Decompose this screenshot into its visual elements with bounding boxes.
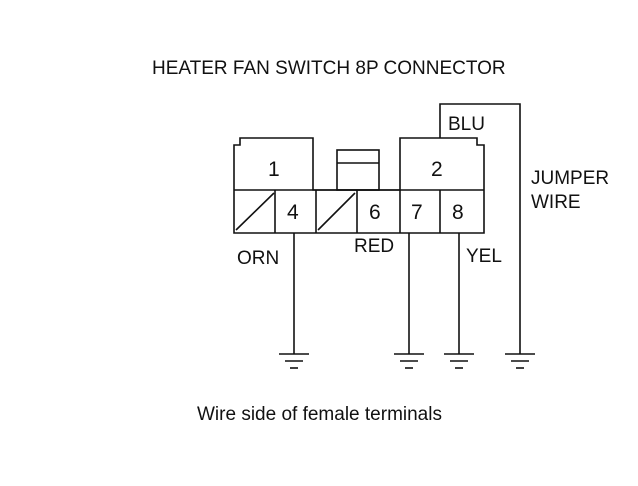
ground-symbol-jumper bbox=[505, 353, 535, 369]
pin-8-label: 8 bbox=[452, 201, 464, 224]
diagram-title: HEATER FAN SWITCH 8P CONNECTOR bbox=[152, 58, 506, 79]
empty-cavity-5 bbox=[317, 192, 356, 231]
jumper-label-line2: WIRE bbox=[531, 192, 581, 213]
empty-cavity-3 bbox=[235, 192, 275, 231]
pin-7-label: 7 bbox=[411, 201, 423, 224]
wire-label-blu: BLU bbox=[448, 114, 485, 135]
ground-symbol-yel bbox=[444, 353, 474, 369]
jumper-wire bbox=[439, 103, 521, 354]
ground-symbol-red bbox=[394, 353, 424, 369]
ground-symbol-orn bbox=[279, 353, 309, 369]
wire-label-orn: ORN bbox=[237, 248, 279, 269]
jumper-label-line1: JUMPER bbox=[531, 168, 609, 189]
wire-label-red: RED bbox=[354, 236, 394, 257]
pin-6-label: 6 bbox=[369, 201, 381, 224]
wire-label-yel: YEL bbox=[466, 246, 502, 267]
pin-1-label: 1 bbox=[268, 158, 280, 181]
pin-2-label: 2 bbox=[431, 158, 443, 181]
diagram-caption: Wire side of female terminals bbox=[197, 404, 442, 425]
connector-body bbox=[233, 137, 485, 234]
pin-4-label: 4 bbox=[287, 201, 299, 224]
